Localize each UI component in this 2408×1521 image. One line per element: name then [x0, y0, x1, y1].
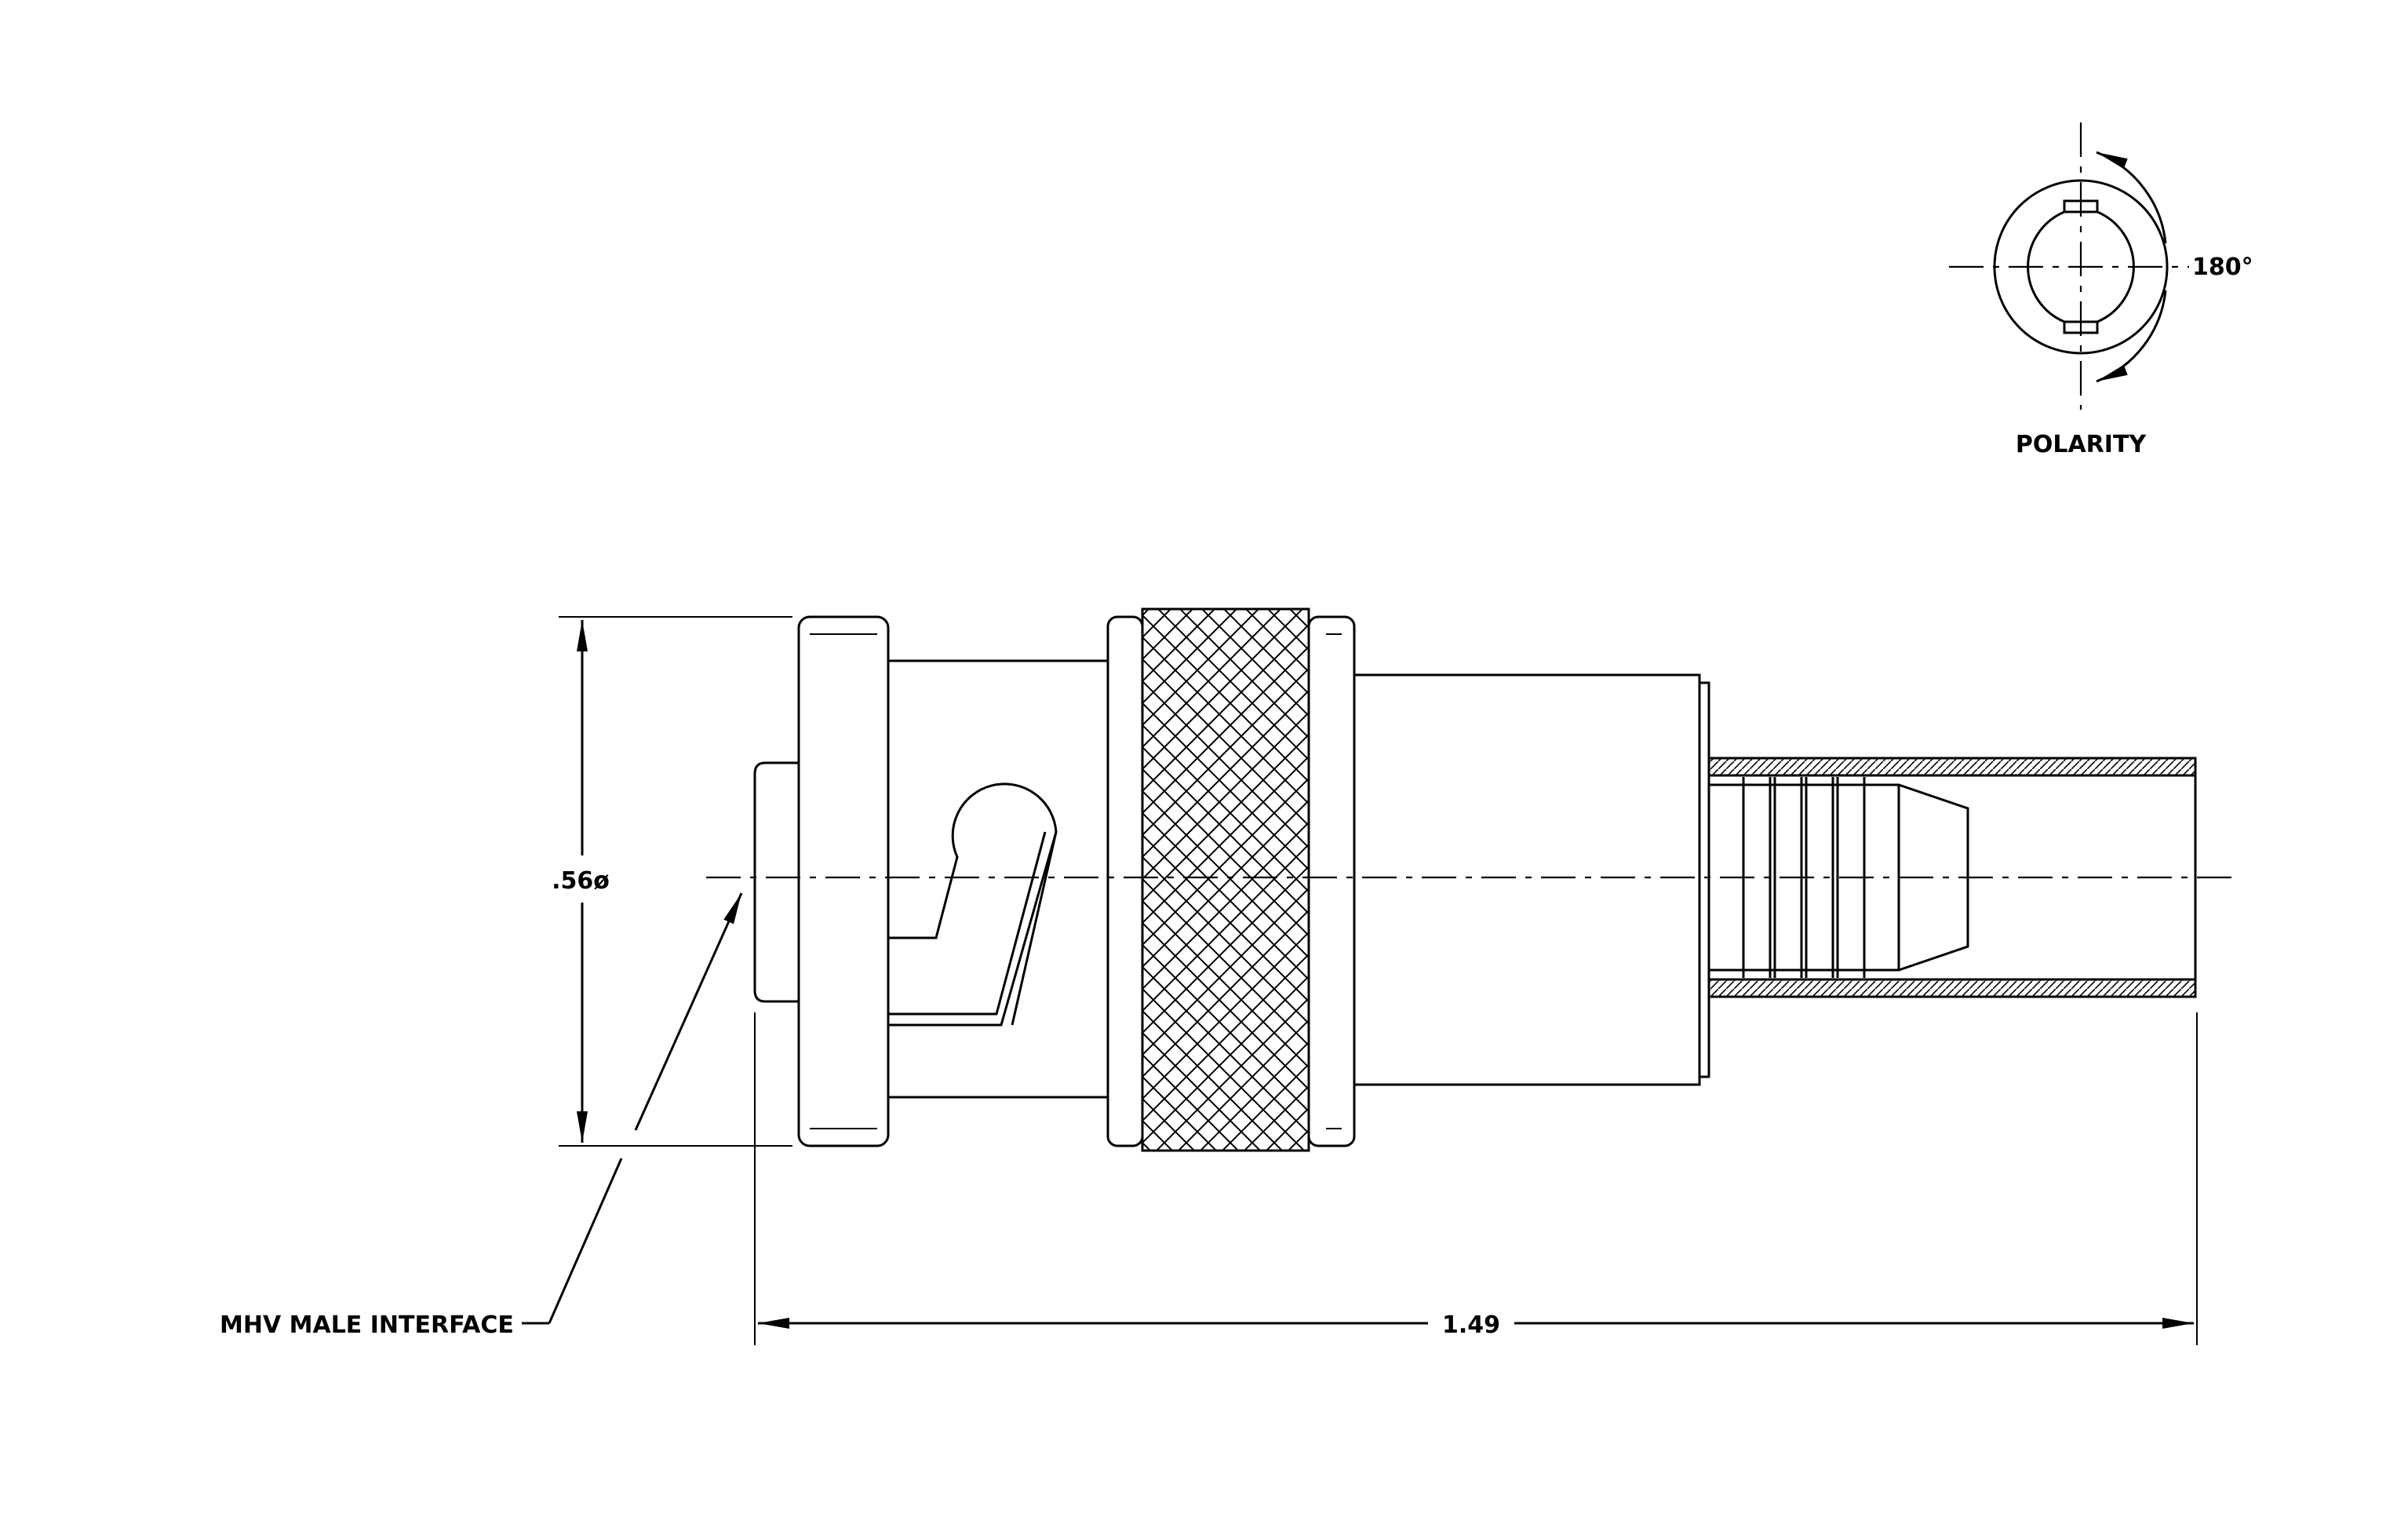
interface-label: MHV MALE INTERFACE [220, 1311, 514, 1339]
polarity-keyed-bore [2063, 199, 2099, 334]
connector-body [1353, 673, 1701, 1086]
polarity-angle-label: 180° [2192, 254, 2253, 281]
bayonet-slot [888, 782, 1058, 1027]
length-dimension: 1.49 [754, 1012, 2198, 1345]
ferrule-wall-top [1707, 757, 2197, 777]
polarity-view: 180° POLARITY [1949, 122, 2253, 458]
ferrule-wall-bottom [1707, 978, 2197, 998]
length-label: 1.49 [1442, 1311, 1500, 1339]
polarity-arc-top [2096, 151, 2167, 244]
connector-side-view [706, 607, 2236, 1152]
nut-ring [1307, 615, 1356, 1147]
interface-pin-boss [753, 761, 800, 1003]
polarity-arc-bottom [2096, 290, 2167, 383]
coupling-flange [797, 615, 890, 1147]
coupling-sleeve [887, 659, 1109, 1099]
interface-callout: MHV MALE INTERFACE [220, 892, 743, 1339]
coupling-rear-ring [1106, 615, 1144, 1147]
polarity-title: POLARITY [2016, 431, 2148, 458]
diameter-dimension: .56ø [552, 616, 792, 1147]
knurled-grip [1141, 607, 1310, 1152]
diameter-label: .56ø [552, 867, 610, 895]
